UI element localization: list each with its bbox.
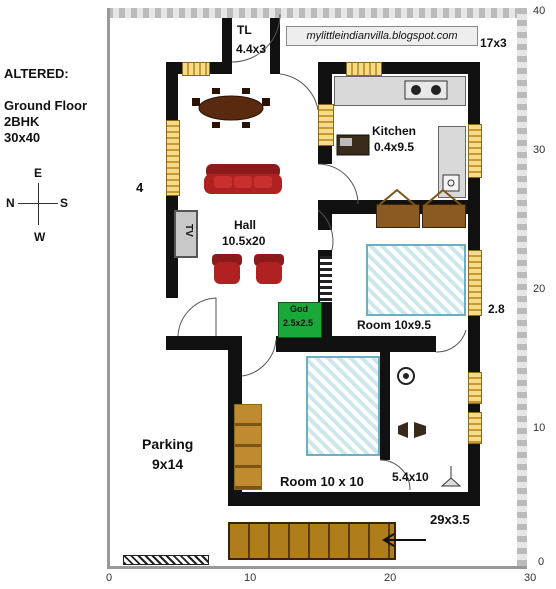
- ruler-bottom: [107, 566, 527, 569]
- label-god-dim: 2.5x2.5: [283, 318, 314, 328]
- speaker-icon: [398, 422, 426, 438]
- label-hall-dim: 10.5x20: [222, 234, 266, 248]
- note-side-dim: 4: [136, 180, 144, 195]
- x-tick-0: 0: [106, 572, 113, 584]
- ruler-top: [107, 8, 527, 18]
- door-swing-hall-top: [279, 73, 319, 111]
- label-gap-dim: 2.8: [488, 302, 505, 316]
- label-parking-dim: 9x14: [152, 456, 184, 472]
- cabinet-2: [422, 204, 466, 228]
- stove-icon: [404, 80, 448, 100]
- note-floor: Ground Floor: [4, 98, 88, 113]
- tv-unit: TV: [174, 210, 198, 258]
- wall-bottom: [228, 492, 480, 506]
- window-hall-top: [182, 62, 210, 76]
- y-tick-20: 20: [533, 283, 546, 295]
- note-plot: 30x40: [4, 130, 41, 145]
- tv-label: TV: [183, 224, 194, 237]
- door-swing-main: [177, 297, 217, 337]
- cabinet-1: [376, 204, 420, 228]
- y-tick-30: 30: [533, 144, 546, 156]
- door-swing-room1: [317, 209, 334, 251]
- window-room1-right: [468, 250, 482, 316]
- window-hall-left: [166, 120, 180, 196]
- compass-ns-line: [38, 183, 39, 225]
- ruler-right: [517, 8, 527, 568]
- door-swing-toilet: [231, 13, 281, 63]
- door-swing-room2: [241, 339, 277, 377]
- wall-room1-bottom: [276, 336, 436, 352]
- door-swing-small: [379, 459, 411, 491]
- lamp-icon: [440, 466, 462, 487]
- label-kitchen: Kitchen: [372, 124, 417, 138]
- armchair-left-icon: [212, 254, 242, 284]
- blog-url: mylittleindianvilla.blogspot.com: [306, 30, 458, 42]
- label-top-right-dim: 17x3: [480, 36, 507, 50]
- compass-s: S: [60, 196, 69, 210]
- blog-banner: mylittleindianvilla.blogspot.com: [286, 26, 478, 46]
- dining-table-icon: [192, 88, 270, 128]
- sofa-icon: [204, 164, 282, 194]
- y-tick-0: 0: [538, 556, 545, 568]
- window-kitchen-left: [318, 104, 334, 146]
- armchair-right-icon: [254, 254, 284, 284]
- door-swing-room1-bath: [435, 329, 467, 353]
- y-tick-40: 40: [533, 5, 546, 17]
- window-kitchen-top: [346, 62, 382, 76]
- y-tick-10: 10: [533, 422, 546, 434]
- compass-e: E: [34, 166, 43, 180]
- label-room2: Room 10 x 10: [280, 474, 364, 489]
- staircase: [228, 522, 396, 560]
- compass-w: W: [34, 230, 46, 244]
- bed-room2: [306, 356, 380, 456]
- label-room1: Room 10x9.5: [357, 318, 432, 332]
- x-tick-20: 20: [384, 572, 397, 584]
- wall-toilet-right: [270, 18, 280, 62]
- x-tick-10: 10: [244, 572, 257, 584]
- wall-toilet-left: [222, 18, 232, 62]
- compass-n: N: [6, 196, 15, 210]
- wardrobe-strip: [320, 256, 332, 302]
- wall-top-mid: [270, 62, 280, 74]
- wall-room2-right: [380, 336, 390, 460]
- fan-icon: [397, 367, 415, 385]
- ruler-left: [107, 8, 110, 568]
- label-hall: Hall: [234, 218, 257, 232]
- note-bhk: 2BHK: [4, 114, 40, 129]
- label-god: God: [290, 304, 308, 314]
- window-small-right: [468, 412, 482, 444]
- label-steps-dim: 29x3.5: [430, 512, 470, 527]
- gate-hatch: [123, 555, 209, 565]
- label-parking: Parking: [142, 436, 194, 452]
- label-kitchen-dim: 0.4x9.5: [374, 140, 415, 154]
- label-toilet-dim: 4.4x3: [236, 42, 267, 56]
- window-room2-right: [468, 372, 482, 404]
- stair-arrow-icon: [382, 533, 426, 547]
- note-altered: ALTERED:: [4, 66, 69, 81]
- god-room: [278, 302, 322, 338]
- cabinet-door-swings: [377, 188, 463, 207]
- window-room2-left: [234, 404, 262, 490]
- bed-room1: [366, 244, 466, 316]
- oven-icon: [336, 134, 370, 156]
- label-small-dim: 5.4x10: [392, 470, 429, 484]
- window-kitchen-right: [468, 124, 482, 178]
- wall-left-bottom: [166, 336, 242, 350]
- sink-icon: [442, 174, 460, 192]
- label-toilet: TL: [237, 23, 252, 37]
- door-swing-kitchen: [317, 163, 359, 205]
- x-tick-30: 30: [524, 572, 537, 584]
